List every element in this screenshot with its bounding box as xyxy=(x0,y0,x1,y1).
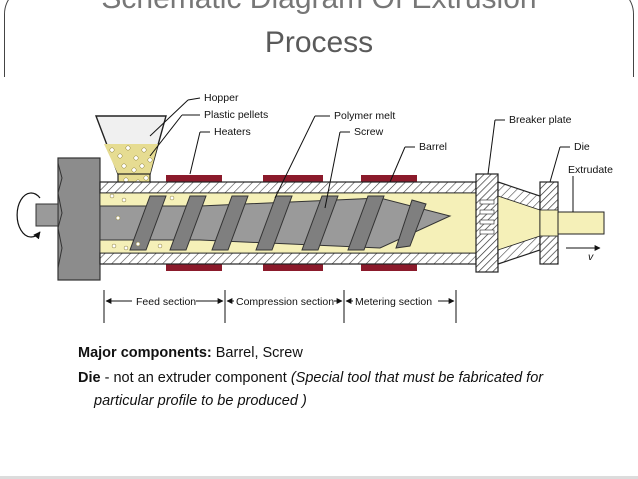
velocity-label: v xyxy=(588,251,594,263)
breaker-plate-label: Breaker plate xyxy=(509,114,572,126)
hopper-label: Hopper xyxy=(204,92,239,104)
barrel-label: Barrel xyxy=(419,141,447,153)
extrudate-label: Extrudate xyxy=(568,164,613,176)
major-components-value: Barrel, Screw xyxy=(211,345,303,361)
slide-title-line1: Schematic Diagram Of Extrusion xyxy=(0,0,638,16)
drive-block xyxy=(16,157,101,281)
die-note: Die - not an extruder component (Special… xyxy=(78,370,543,386)
heater-bands xyxy=(166,175,417,271)
major-components-label: Major components: xyxy=(78,345,212,361)
major-components-note: Major components: Barrel, Screw xyxy=(78,345,303,361)
metering-section-label: Metering section xyxy=(355,296,432,308)
extrusion-diagram: v Hopper Plastic pellets Heaters Polymer… xyxy=(16,92,613,323)
screw-label: Screw xyxy=(354,126,384,138)
breaker-plate xyxy=(475,173,499,273)
die-note-paren-2: particular profile to be produced ) xyxy=(94,393,307,409)
flow-direction: v xyxy=(566,245,601,263)
polymer-melt-label: Polymer melt xyxy=(334,110,395,122)
die-label: Die xyxy=(574,141,590,153)
die-note-label: Die xyxy=(78,370,101,386)
section-markers xyxy=(103,290,457,323)
die-note-paren: (Special tool that must be fabricated fo… xyxy=(290,370,544,386)
slide-frame-left xyxy=(4,0,35,77)
screw xyxy=(99,193,452,251)
plastic-pellets-label: Plastic pellets xyxy=(204,109,268,121)
heaters-label: Heaters xyxy=(214,126,251,138)
hopper xyxy=(94,115,167,191)
slide-frame-right xyxy=(603,0,634,77)
slide-bottom-rule xyxy=(0,476,638,479)
feed-section-label: Feed section xyxy=(136,296,196,308)
slide-title-line2: Process xyxy=(264,26,374,59)
compression-section-label: Compression section xyxy=(236,296,334,308)
die xyxy=(497,181,605,265)
die-note-continued: particular profile to be produced ) xyxy=(94,393,307,409)
die-note-text: - not an extruder component xyxy=(100,370,291,386)
